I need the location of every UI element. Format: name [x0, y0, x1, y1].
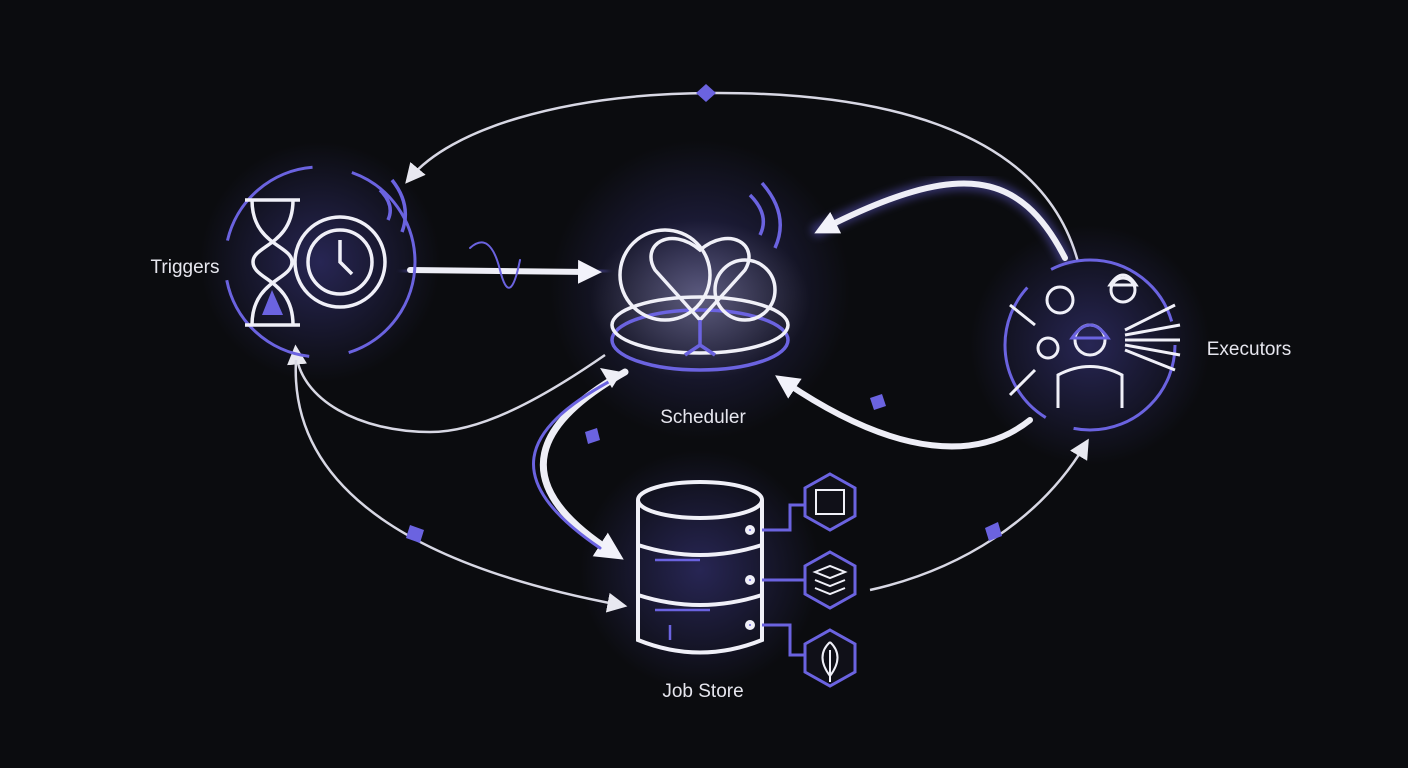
redis-stack-icon	[803, 550, 857, 610]
job-store-icon	[636, 480, 805, 657]
arc-triggers-to-jobstore	[294, 359, 628, 613]
backend-hexagons	[803, 472, 857, 688]
executors-label: Executors	[1206, 339, 1292, 360]
executors-icon	[1003, 258, 1181, 432]
arc-scheduler-to-triggers	[287, 344, 606, 434]
triggers-label: Triggers	[150, 257, 220, 278]
job-store-label: Job Store	[662, 681, 744, 702]
triggers-icon	[223, 165, 417, 359]
chip-icon	[803, 472, 857, 532]
diamond-marker	[696, 84, 716, 102]
scheduler-icon	[610, 181, 790, 372]
arc-jobstore-to-executors	[869, 438, 1089, 592]
leaf-icon	[803, 628, 857, 688]
arrow-executors-scheduler-lower	[775, 375, 1033, 450]
scheduler-label: Scheduler	[660, 407, 746, 428]
arc-executors-to-triggers	[405, 91, 1080, 263]
arrow-executors-to-scheduler	[814, 180, 1068, 261]
